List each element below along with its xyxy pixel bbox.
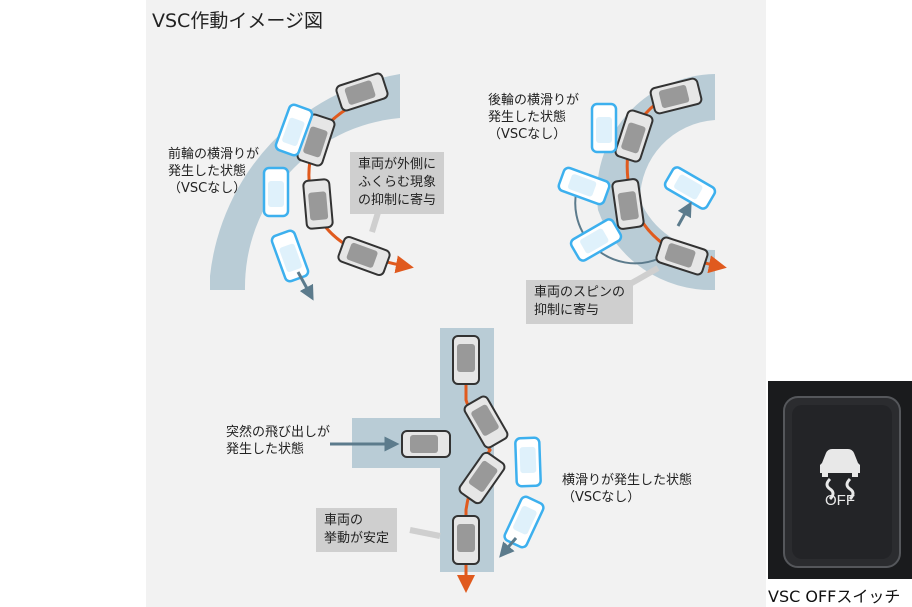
scene-rear-skid bbox=[557, 74, 727, 291]
left-margin bbox=[0, 0, 146, 607]
skid-car bbox=[274, 103, 314, 157]
switch-off-text: OFF bbox=[825, 492, 855, 509]
skid-car bbox=[514, 436, 542, 488]
vsc-car bbox=[649, 77, 703, 115]
skid-car bbox=[262, 166, 290, 218]
skid-car-icon bbox=[820, 449, 860, 477]
skid-car bbox=[557, 166, 611, 206]
skid-trail-icon bbox=[825, 477, 835, 501]
callout-spin: 車両のスピンの 抑制に寄与 bbox=[526, 280, 634, 324]
scene-intersection bbox=[330, 328, 545, 593]
skid-trail-icon bbox=[845, 477, 855, 501]
callout-stable: 車両の 挙動が安定 bbox=[316, 508, 398, 552]
vsc-car bbox=[302, 178, 334, 230]
skid-arrow-3 bbox=[499, 537, 518, 558]
vsc-off-switch-photo: OFF bbox=[768, 381, 912, 579]
skid-car bbox=[569, 218, 623, 262]
skid-car bbox=[270, 229, 310, 283]
vsc-car bbox=[463, 395, 509, 449]
diagram-title: VSC作動イメージ図 bbox=[152, 10, 323, 32]
vsc-car bbox=[452, 515, 480, 565]
callout-outward: 車両が外側に ふくらむ現象 の抑制に寄与 bbox=[350, 152, 445, 214]
skid-arrow-1 bbox=[296, 271, 314, 301]
switch-caption: VSC OFFスイッチ bbox=[768, 587, 901, 606]
label-front-skid: 前輪の横滑りが 発生した状態 （VSCなし） bbox=[168, 147, 260, 196]
vsc-off-switch: OFF bbox=[768, 381, 912, 579]
vsc-car bbox=[611, 178, 645, 230]
skid-car bbox=[503, 495, 545, 549]
callout-pointer-2 bbox=[628, 265, 660, 287]
skid-car bbox=[663, 166, 717, 210]
vsc-car bbox=[458, 451, 506, 505]
vsc-car bbox=[335, 72, 389, 112]
skid-car bbox=[590, 102, 618, 154]
vsc-car bbox=[614, 109, 654, 163]
callout-pointer-3 bbox=[409, 527, 441, 539]
label-rear-skid: 後輪の横滑りが 発生した状態 （VSCなし） bbox=[488, 93, 580, 142]
vsc-car bbox=[337, 235, 391, 277]
vsc-car bbox=[655, 236, 709, 276]
skid-arrow-2 bbox=[676, 201, 692, 227]
obstacle-car bbox=[401, 430, 451, 458]
label-side-skid: 横滑りが発生した状態 （VSCなし） bbox=[562, 473, 693, 505]
vsc-car bbox=[452, 335, 480, 385]
curved-road-1 bbox=[210, 74, 400, 290]
scene-front-skid bbox=[210, 72, 414, 301]
label-sudden: 突然の飛び出しが 発生した状態 bbox=[226, 425, 331, 457]
